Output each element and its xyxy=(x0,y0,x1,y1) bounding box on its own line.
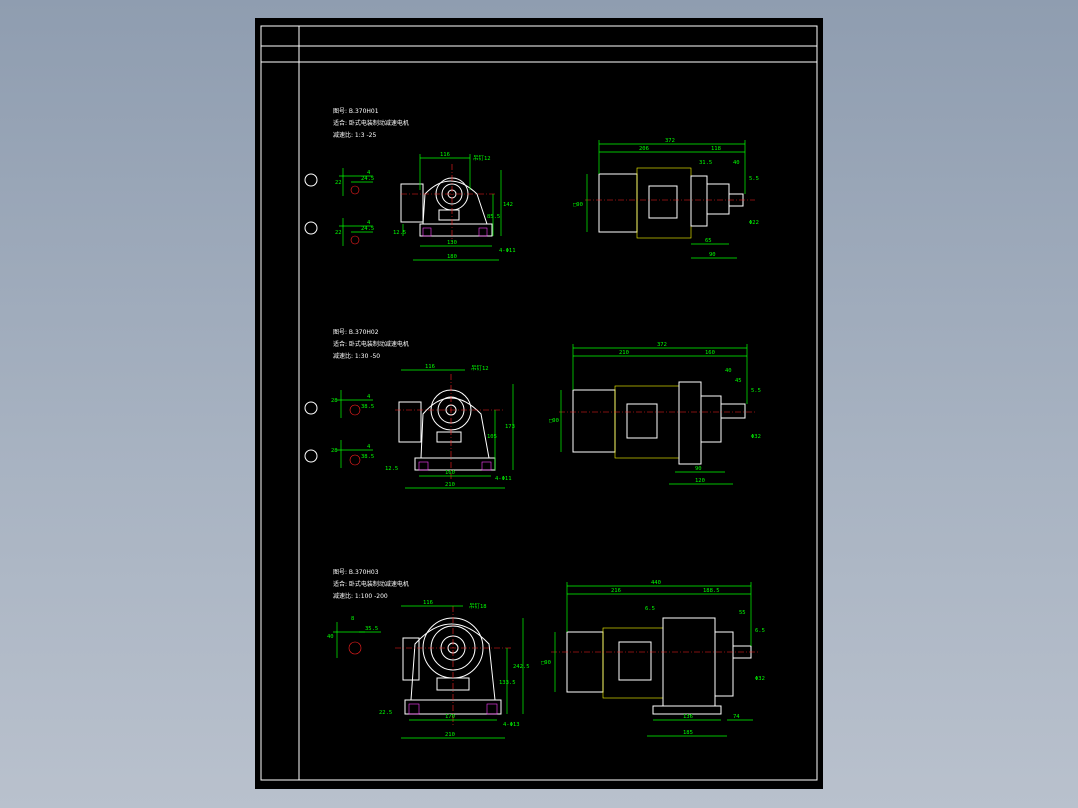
view-3-front-shaft-h: 133.5 xyxy=(499,680,516,686)
view-3-front-holes: 4-Φ13 xyxy=(503,722,520,728)
view-2-side-d2: 45 xyxy=(735,378,742,384)
view-1-keyway-a-side: 22 xyxy=(335,180,342,186)
view-1-keyway-a-top: 4 xyxy=(367,170,371,176)
view-1-side-d2: 40 xyxy=(733,160,740,166)
view-2-keyway-b-mid: 38.5 xyxy=(361,454,374,460)
view-1-side-right: 118 xyxy=(711,146,721,152)
cad-drawing: 图号: B.370H01 适合: 卧式电装制动减速电机 减速比: 1:3 -25… xyxy=(260,25,818,781)
view-2-keyway-a-mid: 38.5 xyxy=(361,404,374,410)
view-2-front-top-width: 116 xyxy=(425,364,435,370)
view-2-side-motor-dia: □90 xyxy=(549,418,559,424)
view-1-side-shaft: Φ22 xyxy=(749,220,759,226)
view-2-keyway-b-top: 4 xyxy=(367,444,371,450)
view-2-side-b1: 90 xyxy=(695,466,702,472)
outer-frame xyxy=(260,25,818,781)
view-3-side-shaft: Φ32 xyxy=(755,676,765,682)
view-1-side-b2: 90 xyxy=(709,252,716,258)
view-1-front-holes: 4-Φ11 xyxy=(499,248,516,254)
view-2-keyway-a-side: 28 xyxy=(331,398,338,404)
view-1-front-base-outer: 180 xyxy=(447,254,457,260)
view-2-side-shaft: Φ32 xyxy=(751,434,761,440)
view-3-front-base-inner: 170 xyxy=(445,714,455,720)
view-1-note-3: 减速比: 1:3 -25 xyxy=(333,131,376,139)
view-2-keyway-a: 4 38.5 28 xyxy=(304,390,374,418)
view-2-keyway-b: 4 38.5 28 xyxy=(304,440,374,468)
drawing-sheet: 图号: B.370H01 适合: 卧式电装制动减速电机 减速比: 1:3 -25… xyxy=(255,18,823,789)
view-2-front-base-inner: 160 xyxy=(445,470,455,476)
view-2-front-shaft-h: 105 xyxy=(487,434,497,440)
view-3-front-height: 242.5 xyxy=(513,664,530,670)
view-3-keyway-a-top: 8 xyxy=(351,616,354,622)
view-2-keyway-a-top: 4 xyxy=(367,394,371,400)
view-3-side-d2: 55 xyxy=(739,610,746,616)
view-1-side-motor-dia: □90 xyxy=(573,202,583,208)
view-3-note-2: 适合: 卧式电装制动减速电机 xyxy=(333,580,409,588)
view-3-front-callout: 吊钉18 xyxy=(469,602,487,610)
view-2-side-left: 210 xyxy=(619,350,629,356)
view-2-front-holes: 4-Φ11 xyxy=(495,476,512,482)
view-1-front-base-inner: 130 xyxy=(447,240,457,246)
view-1-keyway-b-side: 22 xyxy=(335,230,342,236)
view-3-side-right: 188.5 xyxy=(703,588,720,594)
view-1-front-foot-h: 12.5 xyxy=(393,230,406,236)
view-2-side-right: 160 xyxy=(705,350,715,356)
view-1-keyway-b-top: 4 xyxy=(367,220,371,226)
view-2-keyway-b-side: 28 xyxy=(331,448,338,454)
view-2-side-overall: 372 xyxy=(657,342,667,348)
view-2-note-1: 图号: B.370H02 xyxy=(333,329,379,336)
view-1-front-view: 116 吊钉12 130 180 142 85.5 12.5 4-Φ11 xyxy=(393,152,516,261)
view-1-side-d1: 31.5 xyxy=(699,160,712,166)
view-2-front-foot-h: 12.5 xyxy=(385,466,398,472)
view-3-front-foot-h: 22.5 xyxy=(379,710,392,716)
view-1-side-view: 372 206 118 31.5 40 5.5 □90 Φ22 65 90 xyxy=(573,138,759,259)
view-3-note-3: 减速比: 1:100 -200 xyxy=(333,592,388,600)
view-1-front-height: 142 xyxy=(503,202,513,208)
view-1-side-left: 206 xyxy=(639,146,649,152)
view-2-note-2: 适合: 卧式电装制动减速电机 xyxy=(333,340,409,348)
view-3-front-view: 116 吊钉18 170 210 242.5 133.5 22.5 4-Φ13 xyxy=(379,600,530,739)
view-3-keyway-a-mid: 35.5 xyxy=(365,626,378,632)
view-1-keyway-a-mid: 24.5 xyxy=(361,176,374,182)
view-2-side-view: 372 210 160 40 45 5.5 □90 Φ32 90 120 xyxy=(549,342,761,485)
view-3-side-b3: 74 xyxy=(733,714,740,720)
view-3: 图号: B.370H03 适合: 卧式电装制动减速电机 减速比: 1:100 -… xyxy=(327,569,765,739)
view-3-note-1: 图号: B.370H03 xyxy=(333,569,379,576)
view-1-front-top-width: 116 xyxy=(440,152,450,158)
view-1-side-d3: 5.5 xyxy=(749,176,759,182)
view-1-keyway-b-mid: 24.5 xyxy=(361,226,374,232)
view-1-front-shaft-h: 85.5 xyxy=(487,214,500,220)
view-1-note-1: 图号: B.370H01 xyxy=(333,108,379,115)
view-1-keyway-b: 4 24.5 22 xyxy=(304,218,374,246)
view-1-side-overall: 372 xyxy=(665,138,675,144)
view-3-front-base-outer: 210 xyxy=(445,732,455,738)
view-3-front-top-width: 116 xyxy=(423,600,433,606)
view-3-side-b1: 136 xyxy=(683,714,693,720)
view-2: 图号: B.370H02 适合: 卧式电装制动减速电机 减速比: 1:30 -5… xyxy=(304,329,761,489)
view-2-side-d1: 40 xyxy=(725,368,732,374)
view-3-side-left: 216 xyxy=(611,588,621,594)
view-3-side-view: 440 216 188.5 6.5 55 6.5 □90 Φ32 136 185… xyxy=(541,580,765,737)
view-2-front-base-outer: 210 xyxy=(445,482,455,488)
view-3-side-b2: 185 xyxy=(683,730,693,736)
view-1-keyway-a: 4 24.5 22 xyxy=(304,168,374,196)
view-3-side-d1: 6.5 xyxy=(645,606,655,612)
view-1-side-b1: 65 xyxy=(705,238,712,244)
view-3-side-d3: 6.5 xyxy=(755,628,765,634)
view-1-note-2: 适合: 卧式电装制动减速电机 xyxy=(333,119,409,127)
view-1-front-callout: 吊钉12 xyxy=(473,154,491,162)
view-2-note-3: 减速比: 1:30 -50 xyxy=(333,352,380,360)
view-2-side-d3: 5.5 xyxy=(751,388,761,394)
view-2-front-view: 116 吊钉12 160 210 173 105 12.5 4-Φ11 xyxy=(385,364,515,489)
view-1: 图号: B.370H01 适合: 卧式电装制动减速电机 减速比: 1:3 -25… xyxy=(304,108,759,261)
view-3-side-overall: 440 xyxy=(651,580,661,586)
view-3-keyway-a: 8 35.5 40 xyxy=(327,616,381,658)
view-3-keyway-a-side: 40 xyxy=(327,634,334,640)
view-2-front-height: 173 xyxy=(505,424,515,430)
view-2-side-b2: 120 xyxy=(695,478,705,484)
view-3-side-motor-dia: □90 xyxy=(541,660,551,666)
view-2-front-callout: 吊钉12 xyxy=(471,364,489,372)
